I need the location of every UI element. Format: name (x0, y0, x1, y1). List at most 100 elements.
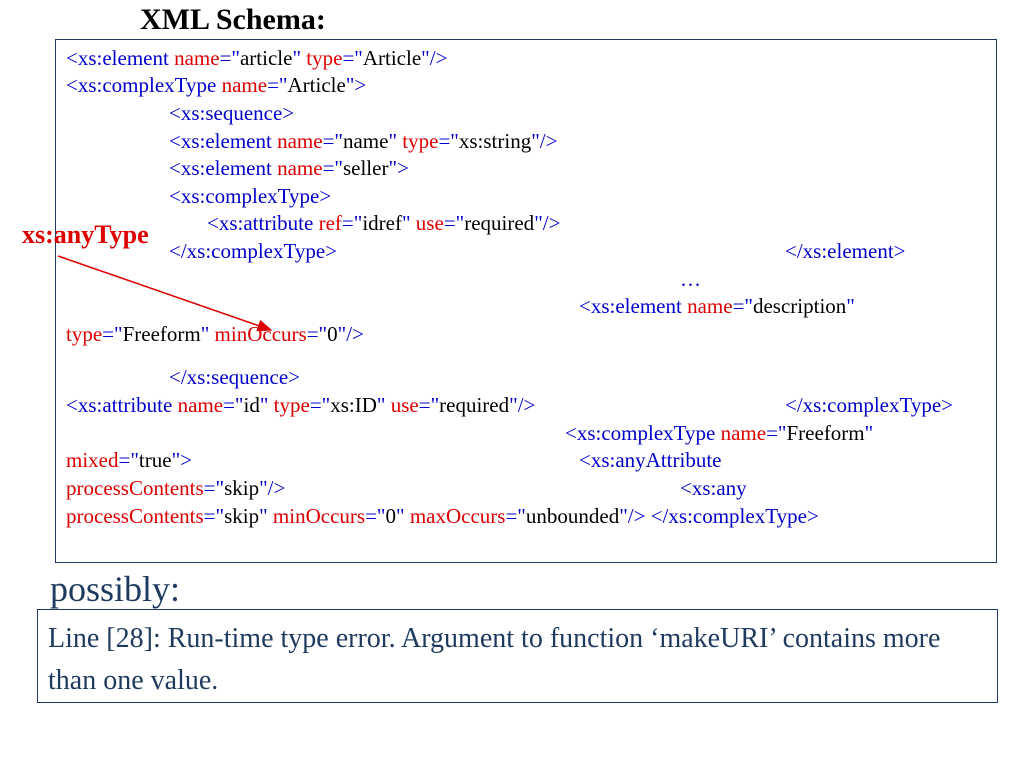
code-token: "> (171, 448, 192, 472)
code-token: "/> (259, 476, 286, 500)
code-token: use (415, 211, 444, 235)
code-token: =" (342, 46, 363, 70)
code-line: <xs:attribute name="id" type="xs:ID" use… (66, 392, 535, 418)
code-token: " (292, 46, 307, 70)
code-token: =" (766, 421, 787, 445)
code-line: type="Freeform" minOccurs="0"/> (66, 321, 364, 347)
code-token: use (390, 393, 419, 417)
code-token: "/> (531, 129, 558, 153)
code-token: "> (388, 156, 409, 180)
code-token: idref (362, 211, 402, 235)
code-token: <xs:attribute (207, 211, 319, 235)
code-token: name (687, 294, 733, 318)
code-token: <xs:sequence> (169, 101, 295, 125)
code-token: description (752, 294, 847, 318)
code-token: Freeform (122, 322, 201, 346)
code-token: required (464, 211, 535, 235)
code-token: skip (224, 476, 260, 500)
code-line: processContents="skip" minOccurs="0" max… (66, 503, 819, 529)
code-line: … (680, 266, 701, 292)
code-line: </xs:sequence> (169, 364, 300, 390)
code-token: " (401, 211, 416, 235)
code-token: =" (118, 448, 139, 472)
code-token: id (243, 393, 260, 417)
code-token: <xs:element (66, 46, 175, 70)
code-token: type (306, 46, 343, 70)
code-token: " (396, 504, 410, 528)
code-token: " (259, 393, 274, 417)
code-token: =" (341, 211, 363, 235)
code-line: <xs:element name="description" (579, 293, 855, 319)
code-token: name (720, 421, 767, 445)
code-token: name (177, 393, 224, 417)
code-token: =" (505, 504, 526, 528)
code-token: =" (438, 129, 459, 153)
code-token: xs:ID (330, 393, 377, 417)
code-token: =" (732, 294, 753, 318)
code-token: mixed (66, 448, 119, 472)
code-token: 0 (327, 322, 338, 346)
code-token: "/> (337, 322, 364, 346)
code-token: </xs:element> (785, 239, 906, 263)
code-line: </xs:complexType> (785, 392, 953, 418)
code-line: <xs:complexType name="Freeform" (565, 420, 873, 446)
code-token: <xs:element (579, 294, 688, 318)
code-token: Freeform (786, 421, 865, 445)
code-token: "> (345, 73, 367, 97)
code-token: =" (267, 73, 288, 97)
code-token: =" (102, 322, 123, 346)
code-token: =" (418, 393, 440, 417)
code-token: type (273, 393, 310, 417)
code-token: skip (224, 504, 260, 528)
code-token: <xs:element (169, 156, 278, 180)
code-token: Article (362, 46, 422, 70)
code-token: article (239, 46, 293, 70)
code-token: <xs:element (169, 129, 278, 153)
error-message-box: Line [28]: Run-time type error. Argument… (37, 609, 998, 703)
code-line: <xs:sequence> (169, 100, 294, 126)
code-line: <xs:complexType> (169, 183, 331, 209)
code-token: =" (203, 504, 225, 528)
code-token: " (846, 294, 855, 318)
code-token: 0 (385, 504, 397, 528)
code-token: <xs:anyAttribute (579, 448, 722, 472)
code-token: =" (322, 156, 343, 180)
code-token: " (200, 322, 215, 346)
code-token: </xs:complexType> (785, 393, 954, 417)
code-line: <xs:complexType name="Article"> (66, 72, 366, 98)
code-token: </xs:sequence> (169, 365, 300, 389)
possibly-heading: possibly: (50, 569, 181, 609)
code-token: unbounded (525, 504, 620, 528)
code-token: type (66, 322, 103, 346)
code-token: maxOccurs (409, 504, 506, 528)
code-token: "/> (509, 393, 536, 417)
code-token: <xs:complexType (565, 421, 721, 445)
code-line: <xs:element name="seller"> (169, 155, 409, 181)
code-token: <xs:any (680, 476, 747, 500)
code-line: <xs:attribute ref="idref" use="required"… (207, 210, 560, 236)
code-token: =" (322, 129, 343, 153)
code-line: processContents="skip"/> (66, 475, 285, 501)
code-token: =" (443, 211, 465, 235)
code-token: name (174, 46, 220, 70)
code-line: <xs:any (680, 475, 747, 501)
code-token: =" (203, 476, 225, 500)
code-token: "/> (421, 46, 448, 70)
code-token: <xs:complexType (66, 73, 222, 97)
code-token: … (680, 267, 701, 291)
code-token: minOccurs (214, 322, 307, 346)
code-line: <xs:element name="name" type="xs:string"… (169, 128, 557, 154)
code-token: " (376, 393, 391, 417)
code-token: name (221, 73, 268, 97)
code-token: name (342, 129, 389, 153)
code-token: <xs:complexType> (169, 184, 332, 208)
code-token: " (864, 421, 874, 445)
code-token: " (259, 504, 273, 528)
code-line: <xs:anyAttribute (579, 447, 722, 473)
code-token: =" (223, 393, 244, 417)
code-token: name (277, 156, 323, 180)
code-token: =" (306, 322, 328, 346)
code-token: =" (365, 504, 386, 528)
error-message-text: Line [28]: Run-time type error. Argument… (48, 623, 941, 696)
code-token: " (388, 129, 403, 153)
